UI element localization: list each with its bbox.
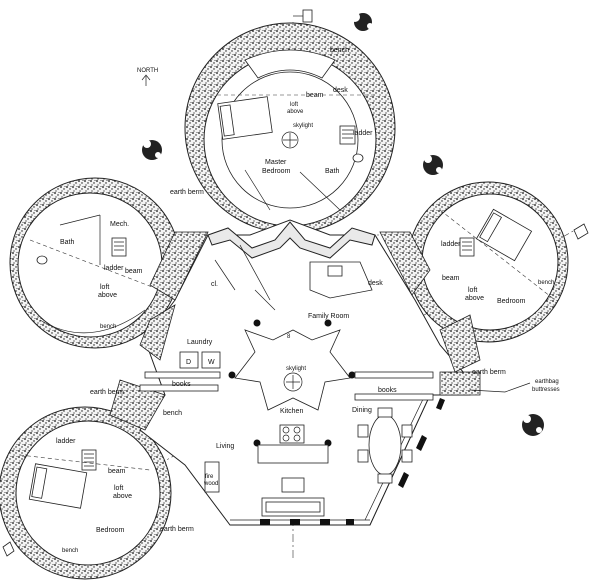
label-loft-bl: loft (114, 485, 123, 492)
bottom-left-bed (28, 463, 88, 509)
label-bedroom-bl: Bedroom (96, 527, 125, 534)
label-bench-mid: bench (163, 410, 182, 417)
right-bedroom-dome (407, 181, 569, 343)
label-bench-right: bench (538, 280, 554, 286)
label-bench-left: bench (100, 324, 116, 330)
label-bath-left: Bath (60, 239, 75, 246)
kitchen-island (257, 424, 329, 464)
label-loft-right: loft (468, 287, 477, 294)
label-dimension: 8 (287, 334, 291, 340)
label-ladder-bl: ladder (56, 438, 76, 445)
tree-icon (423, 155, 443, 175)
label-beam-right: beam (442, 275, 460, 282)
north-arrow: NORTH (137, 68, 158, 86)
label-master: Master (265, 159, 287, 166)
label-skylight: skylight (293, 123, 313, 129)
label-skylight-mid: skylight (286, 366, 306, 372)
master-skylight (281, 131, 299, 149)
label-family-room: Family Room (308, 313, 349, 320)
label-master-bedroom: Bedroom (262, 168, 291, 175)
right-dome-fixtures (439, 209, 556, 301)
central-skylight (234, 329, 351, 411)
label-ladder-right: ladder (441, 241, 461, 248)
label-books-left: books (172, 381, 191, 388)
bottom-left-bedroom-dome (0, 406, 172, 580)
north-label: NORTH (137, 68, 158, 74)
label-mech: Mech. (110, 221, 129, 228)
label-earth-berm-right: earth berm (472, 369, 506, 376)
label-above-left: above (98, 292, 117, 299)
label-bath: Bath (325, 168, 340, 175)
label-dryer: D (186, 359, 191, 366)
columns (228, 319, 356, 447)
label-closet: cl. (211, 281, 218, 288)
label-wood: wood (203, 481, 218, 487)
axis-marker-left (2, 541, 15, 557)
label-bench-bl: bench (62, 548, 78, 554)
label-desk: desk (333, 87, 348, 94)
axis-marker-top (293, 9, 313, 23)
exterior-walls (260, 398, 445, 525)
label-loft: loft (290, 102, 298, 108)
tree-icon (350, 12, 373, 31)
right-bed (475, 208, 533, 262)
label-above-right: above (465, 295, 484, 302)
label-ladder-left: ladder (104, 265, 124, 272)
label-dining: Dining (352, 407, 372, 414)
label-beam-bl: beam (108, 468, 126, 475)
label-earth-berm: earth berm (170, 189, 204, 196)
label-laundry: Laundry (187, 339, 213, 346)
label-bedroom-right: Bedroom (497, 298, 526, 305)
living-furniture (204, 461, 325, 517)
master-bedroom-dome (184, 22, 396, 234)
earthbag-leader (469, 382, 531, 393)
master-bath-fixtures (244, 125, 364, 211)
label-beam-left: beam (125, 268, 143, 275)
bookshelves (139, 371, 434, 401)
master-bed (217, 96, 273, 140)
room-labels: beam loft above skylight desk bench ladd… (56, 47, 560, 554)
label-beam: beam (306, 92, 324, 99)
label-above-bl: above (113, 493, 132, 500)
label-fire: fire (205, 474, 214, 480)
label-earth-berm-bottom: earth berm (160, 526, 194, 533)
label-bench: bench (330, 47, 349, 54)
label-earth-berm-left: earth berm (90, 389, 124, 396)
axis-marker-right (573, 223, 589, 240)
label-ladder: ladder (353, 130, 373, 137)
label-desk-mid: desk (368, 280, 383, 287)
tree-icon (142, 140, 162, 160)
tree-icon (522, 414, 544, 436)
label-kitchen: Kitchen (280, 408, 303, 415)
label-above: above (287, 109, 304, 115)
label-earthbag: earthbag (535, 379, 559, 385)
label-books-right: books (378, 387, 397, 394)
dining-table (357, 407, 413, 484)
label-washer: W (208, 359, 215, 366)
label-loft-left: loft (100, 284, 109, 291)
laundry-appliances (144, 351, 221, 379)
label-buttresses: buttresses (532, 387, 560, 393)
family-room-furniture (214, 244, 373, 311)
bottom-left-fixtures (19, 449, 151, 471)
left-dome-fixtures (29, 214, 161, 291)
label-living: Living (216, 443, 234, 450)
